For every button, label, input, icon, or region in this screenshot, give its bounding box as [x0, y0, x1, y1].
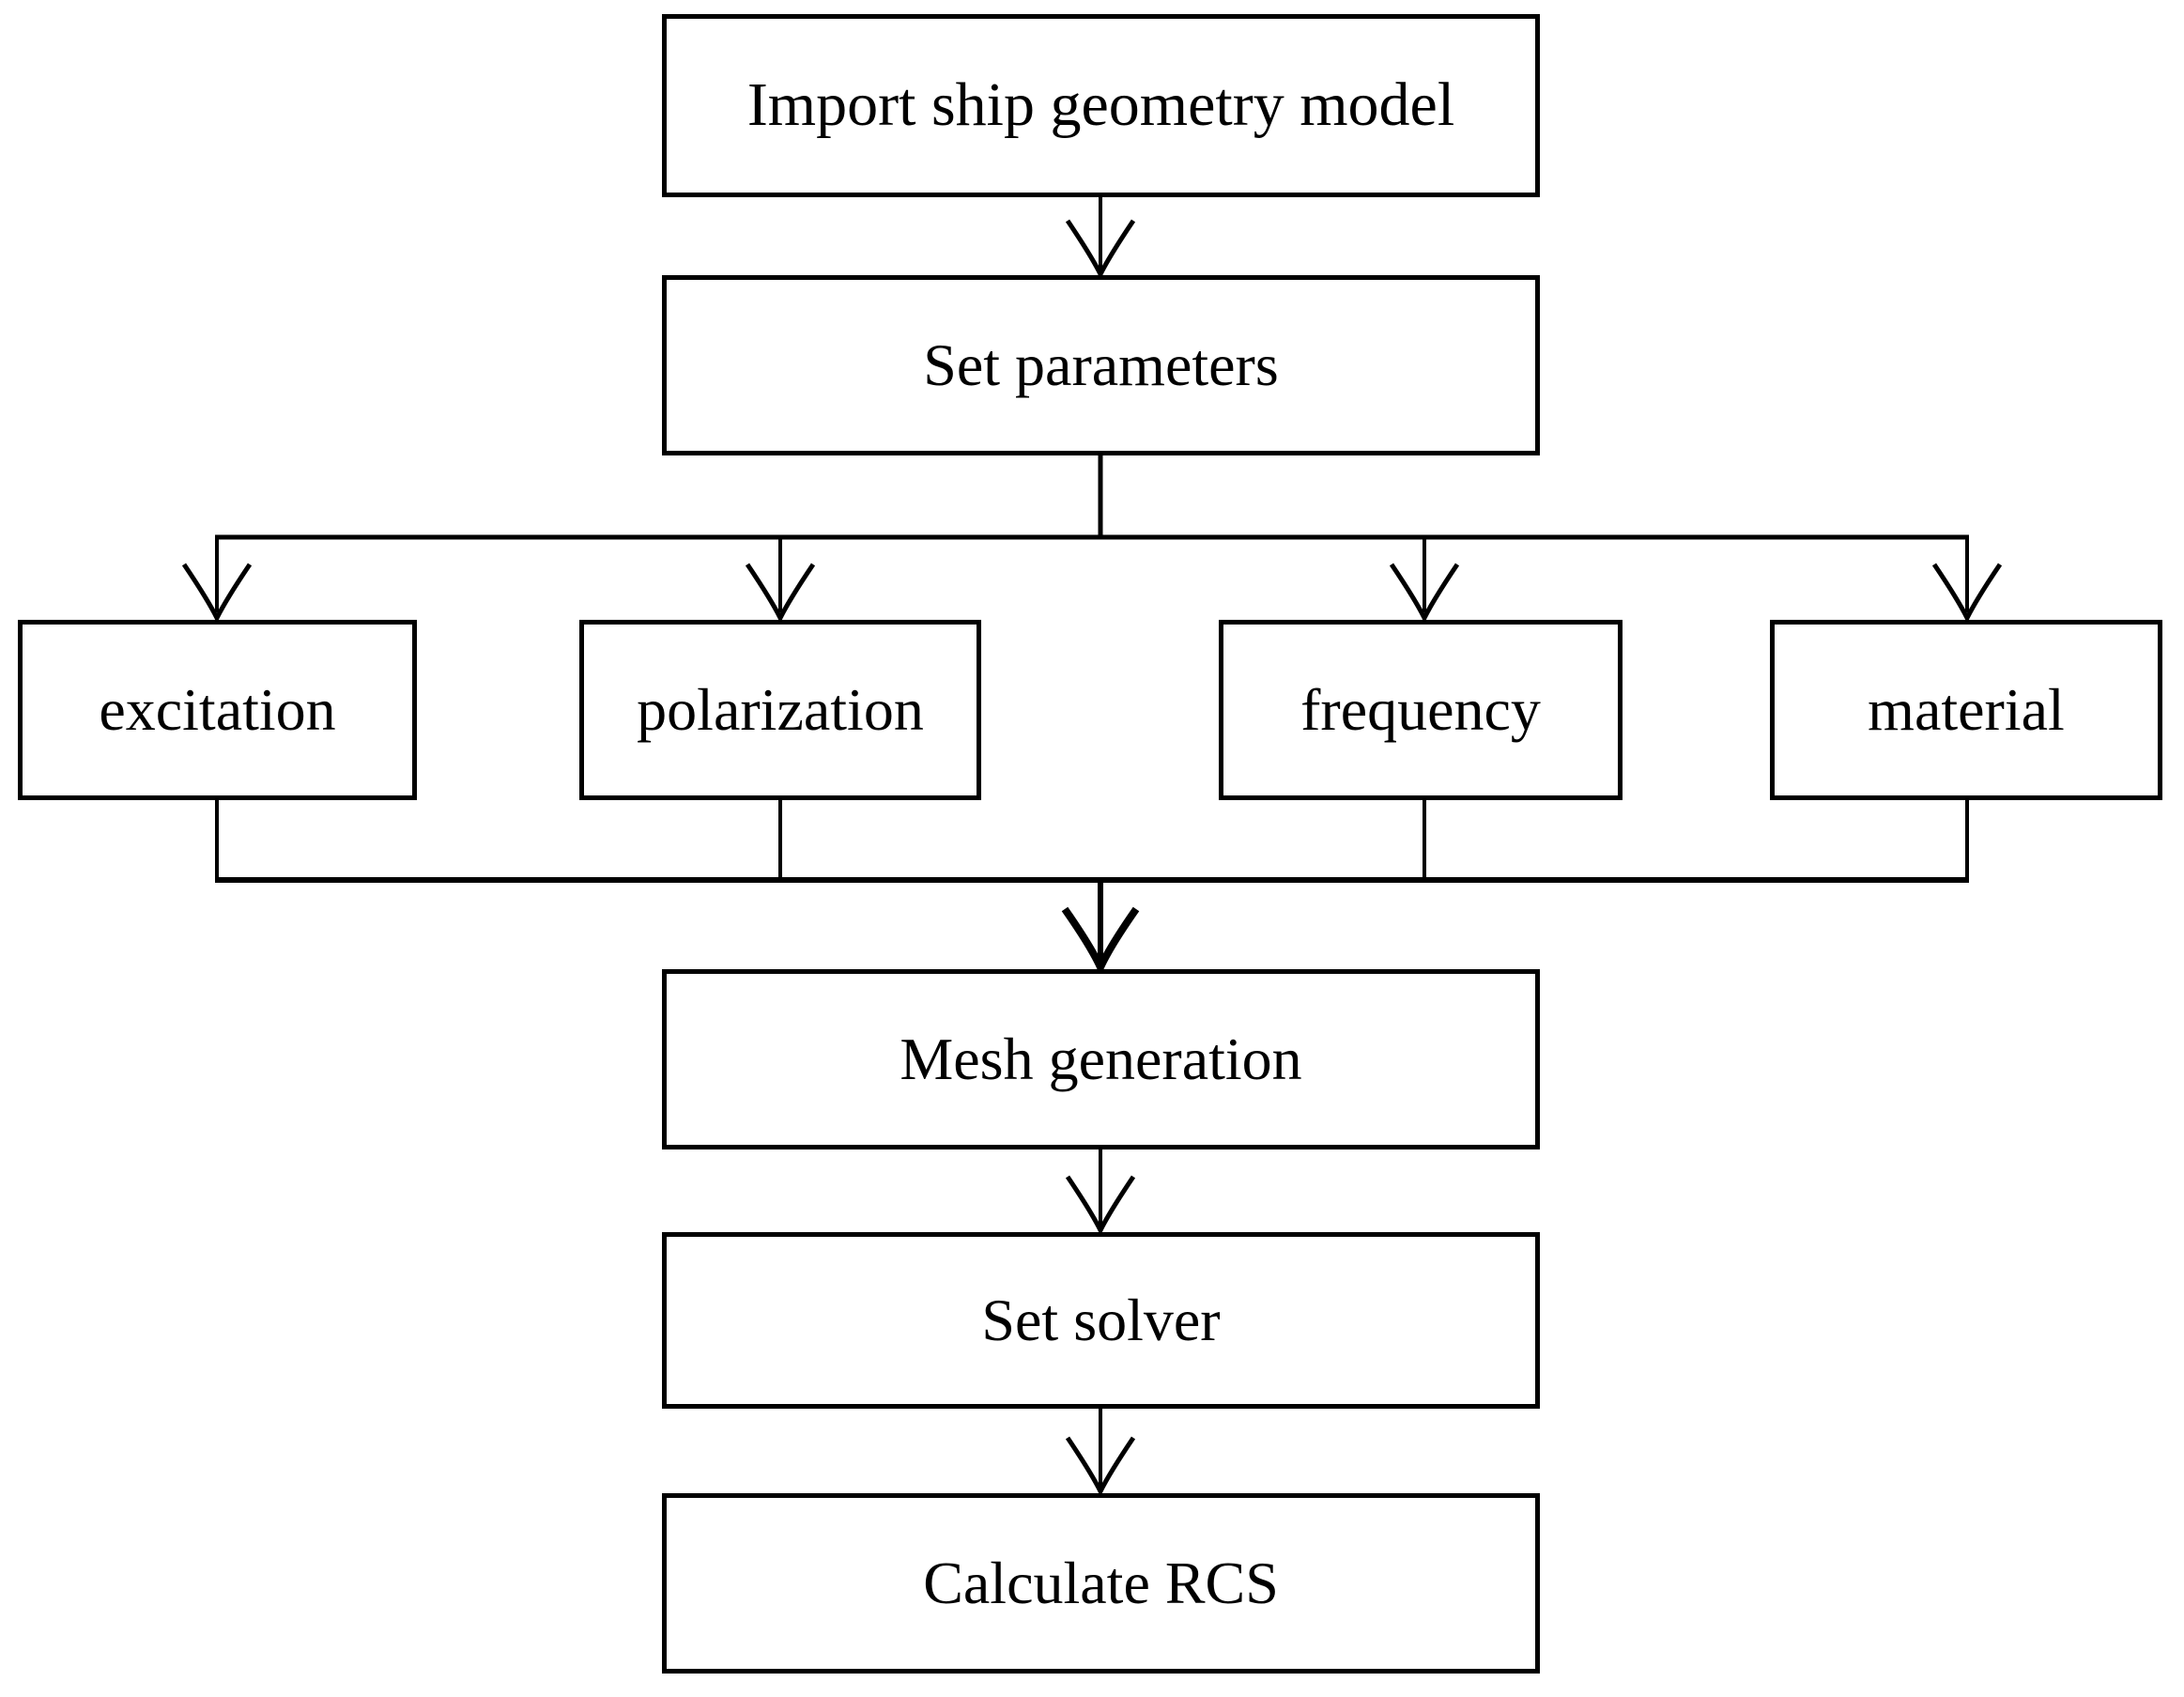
node-mesh-generation: Mesh generation [662, 969, 1540, 1149]
arrow-collector-to-mesh [1061, 880, 1140, 977]
arrow-solver-to-calc [1065, 1407, 1136, 1497]
node-label: material [1868, 675, 2065, 743]
node-calculate-rcs: Calculate RCS [662, 1493, 1540, 1674]
node-set-parameters: Set parameters [662, 275, 1540, 455]
node-frequency: frequency [1219, 620, 1623, 800]
node-label: excitation [99, 675, 336, 743]
node-label: Set parameters [923, 331, 1279, 398]
node-set-solver: Set solver [662, 1232, 1540, 1409]
node-label: Set solver [981, 1286, 1221, 1353]
node-label: polarization [637, 675, 924, 743]
arrow-import-to-set-parameters [1065, 194, 1136, 280]
node-material: material [1770, 620, 2162, 800]
node-label: Calculate RCS [923, 1549, 1279, 1616]
arrow-split-to-frequency [1389, 537, 1460, 624]
node-excitation: excitation [18, 620, 417, 800]
arrow-split-to-polarization [745, 537, 816, 624]
node-import-ship-geometry-model: Import ship geometry model [662, 14, 1540, 197]
node-polarization: polarization [579, 620, 981, 800]
node-label: frequency [1300, 675, 1541, 743]
arrow-split-to-material [1931, 537, 2003, 624]
arrow-mesh-to-solver [1065, 1148, 1136, 1236]
arrow-split-to-excitation [181, 537, 253, 624]
node-label: Mesh generation [900, 1025, 1302, 1092]
node-label: Import ship geometry model [746, 70, 1455, 140]
